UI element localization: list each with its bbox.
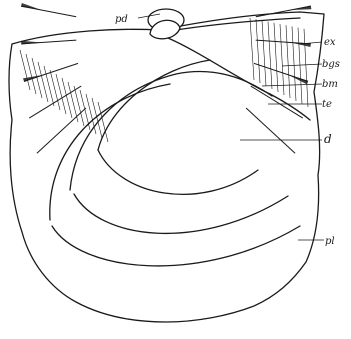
leader-lines: [138, 14, 324, 240]
ear-hatch-line: [292, 26, 296, 101]
ear-hatch-line: [298, 28, 302, 104]
growth-line-5: [74, 194, 288, 233]
leader-bm: [262, 84, 322, 86]
ear-hatch-line: [280, 24, 284, 95]
label-bgs: bgs: [322, 59, 340, 70]
hatch-line: [20, 50, 30, 90]
rib-shade: [288, 75, 308, 85]
rib-shade: [23, 75, 44, 82]
ear-hatch-line: [250, 18, 254, 80]
hatch-line: [62, 78, 72, 118]
hatch-line: [68, 82, 78, 122]
hatch-line: [26, 54, 36, 94]
umbo: [148, 9, 184, 39]
label-te: te: [322, 99, 332, 110]
rib-line: [251, 86, 303, 118]
shell-outline: [9, 12, 324, 322]
growth-line-6: [52, 226, 300, 266]
label-pd: pd: [115, 14, 128, 25]
rib-shade: [291, 6, 312, 11]
rib-line: [246, 108, 295, 153]
growth-line-3: [50, 84, 170, 220]
ear-hatch-line: [262, 20, 266, 86]
rib-shade: [21, 3, 41, 10]
hatch-line: [56, 74, 66, 114]
rib-shade: [21, 41, 41, 45]
ear-hatch-line: [286, 25, 290, 98]
label-d: d: [324, 132, 332, 146]
hatch-line: [80, 90, 90, 130]
hatch-line: [86, 94, 96, 134]
hatch-line: [38, 62, 48, 102]
rib-line: [37, 108, 86, 153]
shell-body: [9, 12, 324, 322]
ear-hatch-line: [304, 29, 308, 107]
label-bm: bm: [322, 79, 338, 90]
label-pl: pl: [325, 236, 335, 247]
hatch-line: [74, 86, 84, 126]
label-ex: ex: [324, 37, 336, 48]
growth-line-4: [98, 150, 258, 194]
ear-hatch-line: [274, 23, 278, 92]
ear-hatch-line: [256, 19, 260, 83]
ear-hatch-line: [268, 22, 272, 89]
